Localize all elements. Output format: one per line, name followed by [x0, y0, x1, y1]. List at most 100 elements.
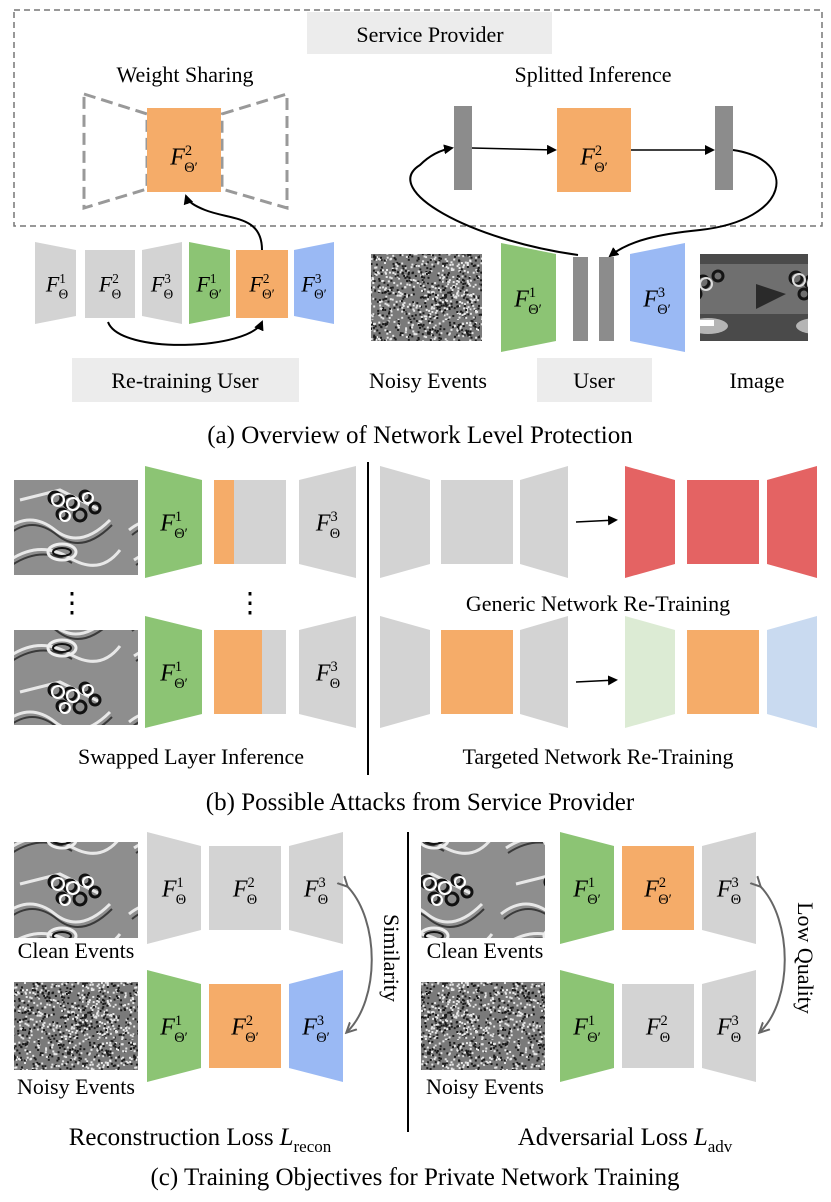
module-superscript: 1 — [175, 659, 182, 675]
module-symbol: F — [230, 1014, 246, 1040]
adv-clean-middle — [622, 846, 694, 930]
module-symbol: F — [300, 272, 315, 297]
splitted-inference-label: Splitted Inference — [515, 62, 672, 87]
module-subscript: Θ — [112, 287, 122, 302]
user-label-box — [537, 358, 652, 402]
module-subscript: Θ — [731, 1030, 741, 1046]
module-subscript: Θ — [330, 526, 340, 542]
module-symbol: F — [579, 144, 595, 170]
module-subscript: Θ′ — [528, 302, 542, 318]
module-symbol: F — [716, 876, 732, 902]
module-symbol: F — [159, 660, 175, 686]
service-provider-frame — [13, 9, 823, 227]
module-superscript: 2 — [247, 875, 254, 891]
module-symbol: F — [315, 660, 331, 686]
private-encoder-green — [189, 242, 230, 324]
adv-loss-symbol: L — [693, 1124, 708, 1151]
generic-src-decoder — [520, 466, 568, 578]
module-symbol: F — [98, 272, 113, 297]
module-superscript: 1 — [588, 875, 595, 891]
caption-b: (b) Possible Attacks from Service Provid… — [206, 789, 635, 816]
module-symbol: F — [161, 876, 177, 902]
swap-encoder-2 — [145, 616, 202, 728]
generic-dst-middle — [687, 480, 759, 564]
targeted-dst-middle — [687, 630, 759, 714]
module-subscript: Θ′ — [658, 892, 672, 908]
reconstructed-image — [700, 254, 808, 341]
module-superscript: 1 — [210, 271, 217, 286]
module-subscript: Θ — [330, 676, 340, 692]
recon-loss-text: Reconstruction Loss — [69, 1124, 274, 1151]
caption-a: (a) Overview of Network Level Protection — [207, 422, 633, 449]
adv-noisy-decoder — [702, 970, 756, 1082]
retraining-user-label: Re-training User — [111, 368, 259, 393]
module-superscript: 3 — [315, 271, 322, 286]
module-subscript: Θ′ — [587, 892, 601, 908]
module-superscript: 2 — [659, 875, 666, 891]
user-split-bar-right — [599, 257, 614, 341]
adv-loss-sub: adv — [708, 1137, 733, 1156]
recon-loss-symbol: L — [279, 1124, 294, 1151]
swap-decoder-2 — [299, 616, 356, 728]
module-symbol: F — [248, 272, 263, 297]
noisy-events-label-right: Noisy Events — [426, 1074, 544, 1099]
event-image-b2 — [14, 630, 138, 725]
module-subscript: Θ′ — [314, 287, 327, 302]
module-superscript: 3 — [330, 659, 337, 675]
caption-c: (c) Training Objectives for Private Netw… — [150, 1164, 680, 1191]
split-curve-up — [409, 144, 579, 256]
generic-retraining-label: Generic Network Re-Training — [466, 591, 730, 616]
module-superscript: 1 — [175, 509, 182, 525]
module-symbol: F — [169, 144, 185, 170]
adv-loss-text: Adversarial Loss — [518, 1124, 688, 1151]
module-symbol: F — [159, 510, 175, 536]
low-quality-arrow — [760, 886, 786, 1032]
clean-events-image-left — [14, 842, 138, 938]
split-middle-module — [557, 108, 631, 192]
adv-noisy-encoder — [560, 970, 614, 1082]
module-subscript: Θ′ — [594, 160, 608, 176]
recon-clean-decoder — [289, 832, 343, 944]
noisy-events-label-a: Noisy Events — [369, 368, 487, 393]
module-superscript: 1 — [59, 271, 66, 286]
module-subscript: Θ — [176, 892, 186, 908]
module-symbol: F — [195, 272, 210, 297]
module-superscript: 1 — [588, 1013, 595, 1029]
image-label: Image — [730, 368, 785, 393]
split-curve-down — [608, 149, 778, 258]
module-subscript: Θ′ — [209, 287, 222, 302]
targeted-src-decoder — [520, 616, 568, 728]
module-superscript: 1 — [176, 875, 183, 891]
module-superscript: 1 — [529, 285, 536, 301]
weight-sharing-shared-module — [147, 108, 221, 192]
module-superscript: 2 — [185, 143, 192, 159]
similarity-label: Similarity — [379, 914, 404, 1002]
ellipsis-left: ⋮ — [58, 588, 86, 619]
module-subscript: Θ′ — [587, 1030, 601, 1046]
event-image-b1 — [14, 480, 138, 575]
user-label: User — [573, 368, 615, 393]
retrain-curve-arrow — [107, 320, 264, 346]
